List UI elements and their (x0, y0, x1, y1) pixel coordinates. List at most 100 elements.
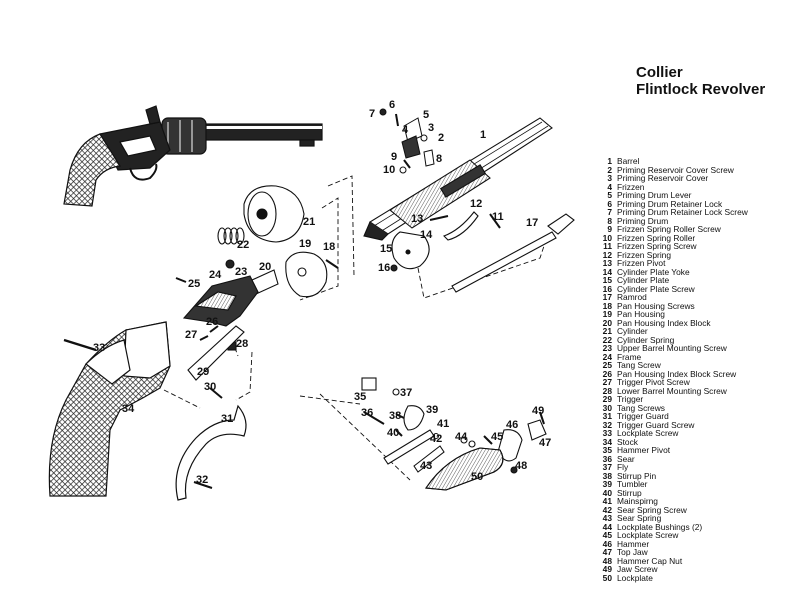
callout-3: 3 (428, 122, 434, 134)
legend-item-name: Upper Barrel Mounting Screw (617, 343, 727, 353)
cylinder-plate-group (390, 231, 430, 272)
part-37-fly (392, 388, 400, 396)
legend-item-number: 24 (602, 351, 612, 362)
assembled-revolver-illustration (63, 105, 323, 207)
callout-16: 16 (378, 262, 390, 274)
legend-item-name: Barrel (617, 156, 640, 166)
part-12-spring (443, 211, 479, 241)
callout-47: 47 (539, 437, 551, 449)
trigger-guard-group (175, 404, 247, 501)
part-27-screw (199, 335, 209, 341)
part-47-top-jaw (527, 419, 547, 441)
callout-14: 14 (420, 229, 433, 241)
legend-item-number: 40 (602, 487, 612, 498)
part-2-screw (420, 134, 428, 142)
legend-item-number: 6 (607, 198, 612, 209)
legend-item-name: Stock (617, 436, 638, 447)
legend-item-number: 11 (603, 241, 612, 251)
part-39-tumbler (403, 405, 425, 431)
part-7-screw (379, 108, 387, 116)
legend-item-name: Mainspirng (617, 496, 658, 506)
callout-5: 5 (423, 109, 429, 121)
callout-17: 17 (526, 217, 538, 229)
legend-item-name: Sear Spring Screw (617, 504, 687, 515)
legend-item-name: Cylinder Plate Screw (617, 283, 695, 294)
callout-35: 35 (354, 391, 366, 403)
callout-21: 21 (303, 216, 315, 228)
callout-26: 26 (206, 316, 218, 328)
legend-item-name: Priming Drum (617, 215, 669, 226)
part-ramrod (451, 213, 575, 293)
legend-item-name: Cylinder Spring (617, 334, 675, 345)
part-32-screw (193, 481, 213, 489)
legend-item: 40 Stirrup (600, 487, 796, 498)
legend-item: 36 Sear (600, 453, 796, 464)
legend-item-number: 38 (602, 470, 612, 481)
callout-25: 25 (188, 278, 200, 290)
legend-item-number: 15 (602, 275, 612, 285)
legend-item-number: 47 (602, 547, 612, 557)
legend-item-number: 41 (602, 496, 612, 506)
part-45-screw (483, 435, 493, 445)
part-22-spring (217, 227, 245, 245)
legend-item: 1 Barrel (600, 157, 796, 166)
legend-item-number: 1 (607, 156, 612, 166)
callout-36: 36 (361, 407, 373, 419)
title-line-2: Flintlock Revolver (636, 81, 766, 98)
part-40-stirrup (395, 429, 403, 437)
legend-item-name: Sear (617, 453, 635, 464)
legend-item-name: Sear Spring (617, 513, 662, 523)
frame-group (175, 259, 259, 399)
legend-item-number: 33 (602, 428, 612, 438)
legend-item-number: 19 (602, 309, 612, 319)
legend-item-name: Trigger Guard (617, 411, 669, 421)
legend-item-number: 45 (602, 530, 612, 540)
legend-item-number: 20 (602, 317, 612, 328)
callout-4: 4 (402, 124, 409, 136)
legend-item-name: Lockplate Screw (617, 428, 679, 438)
part-23-screw (225, 259, 235, 269)
legend-item: 32 Trigger Guard Screw (600, 419, 796, 430)
part-13-pivot (429, 215, 449, 221)
legend-item-number: 2 (607, 164, 612, 175)
legend-item-name: Cylinder (617, 326, 648, 336)
legend-item-number: 7 (607, 207, 612, 217)
legend-item-number: 36 (602, 453, 612, 464)
legend-item-name: Pan Housing Index Block (617, 317, 711, 328)
callout-42: 42 (430, 433, 442, 445)
callout-23: 23 (235, 266, 247, 278)
priming-parts-group (379, 108, 435, 174)
part-16-screw (390, 264, 398, 272)
part-6-retainer-lock (395, 113, 399, 127)
callout-29: 29 (197, 366, 209, 378)
callout-1: 1 (480, 129, 486, 141)
legend-item-name: Jaw Screw (617, 564, 658, 574)
legend-item-name: Stirrup Pin (617, 470, 657, 481)
legend-item-number: 30 (602, 402, 612, 413)
legend-item-name: Trigger Guard Screw (617, 419, 695, 430)
legend-item-name: Pan Housing (617, 309, 665, 319)
legend-item-name: Stirrup (617, 487, 642, 498)
part-31-trigger-guard (175, 404, 247, 501)
part-30-screws (209, 387, 223, 399)
part-10-roller (399, 166, 407, 174)
legend-item-number: 14 (602, 266, 612, 277)
callout-20: 20 (259, 261, 271, 273)
legend-item-number: 43 (602, 513, 612, 523)
legend-item-number: 32 (602, 419, 612, 430)
